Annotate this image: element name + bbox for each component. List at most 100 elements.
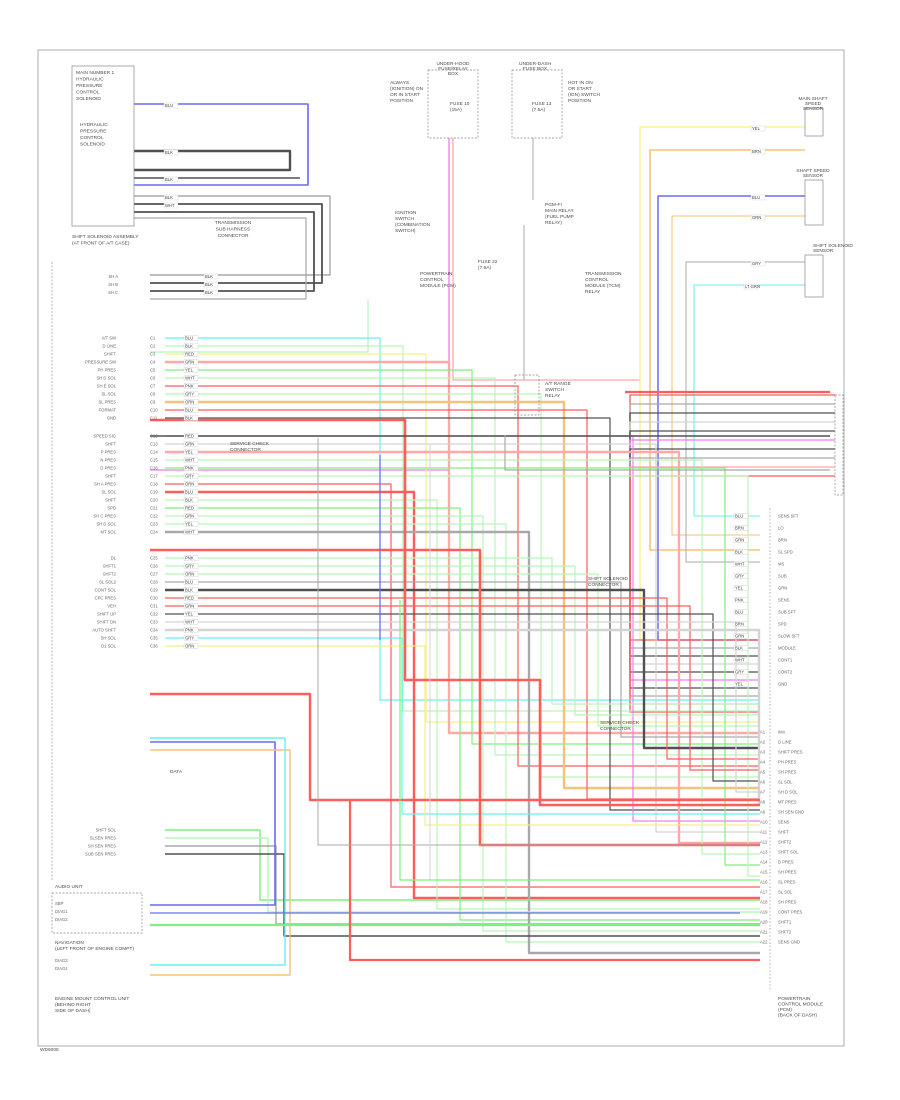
wire-tag-box	[733, 657, 749, 663]
right-pin-label: LO	[778, 526, 784, 531]
right-bottom-pin-number: A6	[760, 780, 766, 785]
solenoid-box-text: PRESSURE	[76, 83, 102, 89]
wire-tag-left: GRN	[185, 514, 194, 519]
wire-tag-box	[183, 595, 199, 601]
right-bottom-pin-number: A8	[760, 800, 766, 805]
right-bottom-pin-number: A7	[760, 790, 766, 795]
left-pin-number: C22	[150, 514, 158, 519]
sub-harness-connector: SUB HARNESS	[216, 227, 250, 233]
main-shaft-sensor: MAIN SHAFT	[798, 96, 827, 102]
pcm-label: CONTROL	[420, 277, 444, 283]
range-switch-relay: RELAY	[545, 393, 561, 399]
main-shaft-sensor: SENSOR	[803, 106, 824, 112]
service-check-connector: CONNECTOR	[600, 726, 631, 732]
wire-orange	[150, 749, 291, 976]
wire-gray	[134, 195, 331, 276]
pcm-caption: CONTROL MODULE	[778, 1002, 823, 1008]
left-bottom-pin: SLSEN PRES	[90, 836, 117, 841]
wire-left-pin	[165, 385, 760, 767]
wire-tag-left: GRY	[185, 636, 194, 641]
wire-tag-box	[183, 529, 199, 535]
right-bottom-pin-number: A16	[760, 880, 768, 885]
right-bottom-pin-label: SH PRES	[778, 870, 797, 875]
wire-tag-left: BLU	[185, 336, 193, 341]
wire-left-pin	[165, 621, 760, 793]
ignition-switch-label: SWITCH)	[395, 228, 416, 234]
pcm-caption: POWERTRAIN	[778, 996, 811, 1002]
wire-orange	[649, 149, 805, 551]
wire-left-pin	[165, 515, 760, 932]
left-pin-number: C24	[150, 530, 158, 535]
wire-tag-right: PNK	[735, 598, 744, 603]
right-bottom-pin-label: SENS GND	[778, 940, 800, 945]
wire-red-main	[150, 692, 760, 802]
solenoid-pin-label: SH C	[108, 290, 118, 295]
wire-tag-box	[750, 125, 766, 132]
left-pin-number: C18	[150, 482, 158, 487]
left-pin-label: FORMAT	[99, 408, 117, 413]
shift-sensor: SHIFT SOLENOID	[813, 243, 853, 249]
wire-left-pin	[165, 459, 760, 855]
left-pin-number: C10	[150, 408, 158, 413]
wire-gray	[134, 217, 307, 300]
wire-tag-box	[183, 497, 199, 503]
left-pin-label: N PRES	[100, 458, 116, 463]
wire-tag-box	[203, 273, 219, 280]
wire-tag-blk: BLK	[165, 150, 173, 155]
wire-left-bottom	[165, 837, 760, 913]
fuse-box-title: FUSE BOX	[523, 66, 548, 72]
right-bottom-pin-label: SHIFT PRES	[778, 750, 803, 755]
tcm-relay-label: RELAY	[585, 289, 601, 295]
wire-tag-box	[183, 473, 199, 479]
wire-tag-grn: GRN	[752, 215, 761, 220]
under-hood-fuse-box	[427, 69, 479, 139]
right-bottom-pin-number: A17	[760, 890, 768, 895]
left-pin-number: C13	[150, 442, 158, 447]
wire-tag-right: GRN	[735, 634, 744, 639]
right-bottom-pin-label: SH PRES	[778, 900, 797, 905]
wire-tag-box	[163, 102, 179, 109]
fuse-label: (7.5A)	[478, 265, 491, 271]
wire-tag-box	[733, 633, 749, 639]
center-note: DATA	[170, 769, 183, 775]
fuse-label: (15A)	[450, 107, 462, 113]
left-pin-number: C4	[150, 360, 156, 365]
wire-tag-box	[183, 555, 199, 561]
wire-tag-right: GRN	[735, 538, 744, 543]
relay-label: MAIN RELAY	[545, 208, 574, 214]
wire-tag-left: BLK	[185, 588, 193, 593]
wire-tag-box	[183, 481, 199, 487]
wire-left-pin	[165, 605, 760, 771]
pcm-label: MODULE (PCM)	[420, 283, 456, 289]
left-pin-number: C7	[150, 384, 156, 389]
pcm-label: POWERTRAIN	[420, 271, 453, 277]
left-pin-number: C19	[150, 490, 158, 495]
left-pin-label: SHIFT	[104, 352, 117, 357]
label-layer: MAIN NUMBER 1HYDRAULICPRESSURECONTROLSOL…	[55, 61, 853, 1019]
right-pin-label: GRN	[778, 586, 787, 591]
wire-right-group	[629, 457, 835, 697]
wire-tag-box	[733, 621, 749, 627]
wire-tag-left: BLK	[185, 344, 193, 349]
wire-tag-left: ORN	[185, 400, 194, 405]
left-bottom-pin: SUB SEN PRES	[85, 852, 116, 857]
wire-right-group	[629, 475, 835, 713]
wire-tag-yel: YEL	[752, 126, 761, 131]
wire-left-pin	[165, 483, 760, 888]
wire-gray	[523, 138, 534, 380]
wire-tag-box	[733, 681, 749, 687]
left-pin-number: C28	[150, 580, 158, 585]
right-bottom-pin-number: A5	[760, 770, 766, 775]
wire-lt-green	[150, 300, 369, 353]
left-pin-label: MT SOL	[100, 530, 116, 535]
wire-tag-left: GRY	[185, 392, 194, 397]
wire-tag-left: GRN	[185, 360, 194, 365]
wire-cyan	[150, 737, 286, 966]
right-bottom-pin-number: A12	[760, 840, 768, 845]
range-switch-relay: A/T RANGE	[545, 381, 571, 387]
right-bottom-pin-number: A19	[760, 910, 768, 915]
left-pin-label: SH E SOL	[97, 384, 117, 389]
wire-tag-right: BLK	[735, 646, 743, 651]
left-pin-label: P PRES	[101, 450, 116, 455]
wire-tag-box	[183, 513, 199, 519]
